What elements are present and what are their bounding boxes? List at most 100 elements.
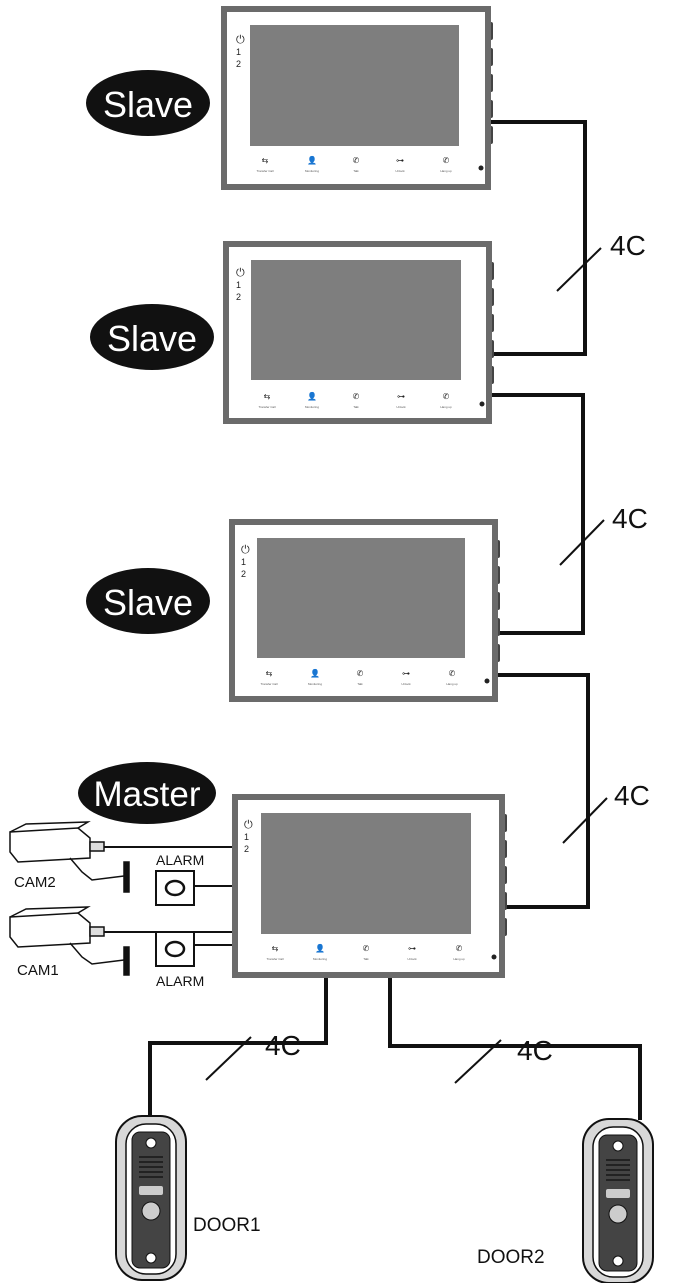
monitoring-label: Monitoring (305, 169, 319, 173)
slash-2 (559, 519, 605, 566)
power-icon: ⏻ (241, 544, 250, 556)
unlock-icon: ⊶ (396, 156, 404, 165)
monitoring-label: Monitoring (313, 957, 327, 961)
button-row: ⇆ Transfer Call 👤 Monitoring ✆ Talk ⊶ Un… (258, 391, 452, 409)
cable-label: 4C (265, 1030, 301, 1061)
camera-cam1: CAM1 (9, 906, 130, 979)
camera-label: CAM2 (14, 874, 56, 891)
transfer-call-icon: ⇆ (262, 156, 269, 165)
wire-master-door2 (388, 975, 642, 1120)
channel-2-label: 2 (236, 59, 241, 69)
door-bottom-screw (145, 1252, 157, 1264)
monitoring-icon: 👤 (315, 943, 325, 953)
wire-slave2-slave3 (491, 393, 585, 635)
hang-up-label: Hang up (440, 405, 452, 409)
alarm-bottom: ALARM (155, 931, 204, 989)
channel-2-label: 2 (244, 844, 249, 854)
unlock-label: Unlock (407, 957, 417, 961)
monitoring-icon: 👤 (307, 391, 317, 401)
door-camera-lens (145, 1137, 157, 1149)
camera-label: CAM1 (17, 962, 59, 979)
call-button (141, 1201, 161, 1221)
talk-label: Talk (363, 957, 369, 961)
monitor-slave-1: ⏻ 1 2 ⇆ Transfer Call 👤 Monitoring ✆ Tal… (221, 6, 493, 190)
talk-icon: ✆ (357, 669, 364, 678)
role-badge-label: Master (94, 775, 201, 814)
channel-1-label: 1 (244, 832, 249, 842)
alarm-label: ALARM (156, 852, 204, 868)
slash-4 (205, 1036, 252, 1081)
hang-up-icon: ✆ (443, 392, 450, 401)
transfer-call-label: Transfer Call (266, 957, 283, 961)
monitoring-icon: 👤 (310, 668, 320, 678)
hang-up-icon: ✆ (443, 156, 450, 165)
cable-labels: 4C 4C 4C 4C 4C (265, 230, 650, 1066)
role-badge (78, 762, 216, 824)
role-badge-label: Slave (103, 84, 193, 125)
channel-1-label: 1 (236, 280, 241, 290)
transfer-call-label: Transfer Call (260, 682, 277, 686)
hang-up-label: Hang up (446, 682, 458, 686)
door-station-2: DOOR2 (477, 1118, 654, 1283)
talk-icon: ✆ (363, 944, 370, 953)
button-row: ⇆ Transfer Call 👤 Monitoring ✆ Talk ⊶ Un… (266, 943, 465, 961)
monitor-slave-2: ⏻ 1 2 ⇆ Transfer Call 👤 Monitoring ✆ Tal… (223, 241, 494, 424)
door-camera-lens (612, 1140, 624, 1152)
talk-icon: ✆ (353, 156, 360, 165)
channel-2-label: 2 (241, 569, 246, 579)
monitor-screen (261, 813, 471, 934)
speaker-grille (139, 1156, 163, 1178)
name-plate (606, 1189, 630, 1198)
monitoring-icon: 👤 (307, 155, 317, 165)
hang-up-label: Hang up (453, 957, 465, 961)
unlock-label: Unlock (396, 405, 406, 409)
unlock-label: Unlock (395, 169, 405, 173)
hang-up-icon: ✆ (449, 669, 456, 678)
indicator-light (484, 678, 490, 684)
hang-up-label: Hang up (440, 169, 452, 173)
door-label: DOOR2 (477, 1247, 545, 1268)
role-badge (86, 568, 210, 634)
unlock-icon: ⊶ (397, 392, 405, 401)
hang-up-icon: ✆ (456, 944, 463, 953)
indicator-light (479, 401, 485, 407)
transfer-call-label: Transfer Call (258, 405, 275, 409)
transfer-call-label: Transfer Call (256, 169, 273, 173)
monitor-slave-3: ⏻ 1 2 ⇆ Transfer Call 👤 Monitoring ✆ Tal… (229, 519, 500, 702)
cable-label: 4C (610, 230, 646, 261)
camera-icon (9, 912, 91, 948)
channel-1-label: 1 (236, 47, 241, 57)
channel-1-label: 1 (241, 557, 246, 567)
role-badge-label: Slave (103, 582, 193, 623)
slash-3 (562, 797, 608, 844)
unlock-icon: ⊶ (408, 944, 416, 953)
cable-slashes (205, 247, 608, 1084)
cable-label: 4C (614, 780, 650, 811)
talk-label: Talk (353, 405, 359, 409)
transfer-call-icon: ⇆ (264, 392, 271, 401)
indicator-light (478, 165, 484, 171)
role-badge (86, 70, 210, 136)
camera-icon (9, 827, 91, 863)
monitoring-label: Monitoring (308, 682, 322, 686)
door-label: DOOR1 (193, 1215, 261, 1236)
alarm-sensor (155, 931, 195, 967)
cable-label: 4C (612, 503, 648, 534)
monitor-screen (251, 260, 461, 380)
wire-slave1-slave2 (491, 120, 587, 356)
name-plate (139, 1186, 163, 1195)
indicator-light (491, 954, 497, 960)
wire-slave3-master (497, 673, 590, 909)
cable-label: 4C (517, 1035, 553, 1066)
door-station-1: DOOR1 (115, 1115, 261, 1281)
door-bottom-screw (612, 1255, 624, 1267)
talk-label: Talk (353, 169, 359, 173)
role-badge (90, 304, 214, 370)
camera-cam2: CAM2 (9, 821, 130, 893)
button-row: ⇆ Transfer Call 👤 Monitoring ✆ Talk ⊶ Un… (256, 155, 452, 173)
talk-label: Talk (357, 682, 363, 686)
call-button (608, 1204, 628, 1224)
power-icon: ⏻ (244, 819, 253, 831)
alarm-label: ALARM (156, 973, 204, 989)
